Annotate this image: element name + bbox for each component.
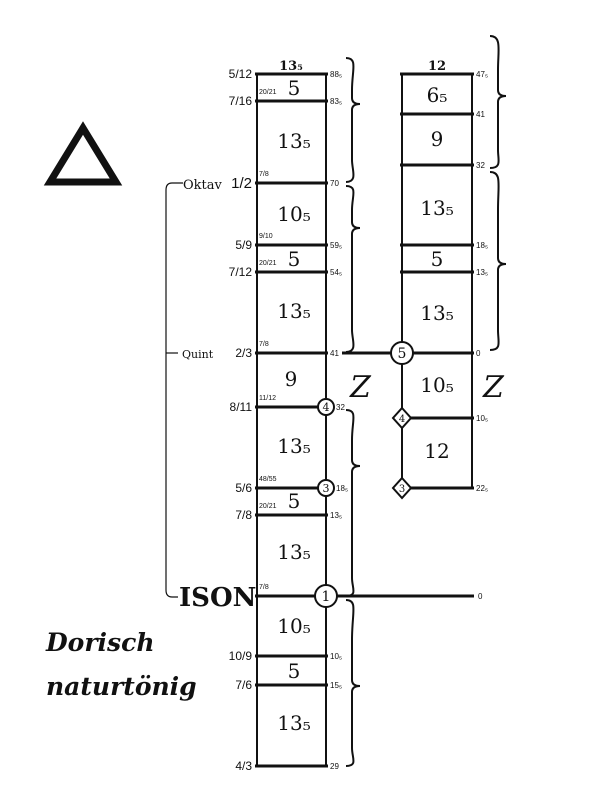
- oktav-label: Oktav: [183, 178, 223, 193]
- left-step-2: 13₅: [277, 129, 310, 153]
- right-step-1: 6₅: [427, 83, 448, 107]
- left-value-4: 59₅: [330, 241, 342, 250]
- left-value-3: 70: [330, 179, 339, 188]
- right-value-5: 13₅: [476, 268, 488, 277]
- ratio-6: 2/3: [235, 346, 252, 360]
- right-value-4: 18₅: [476, 241, 488, 250]
- left-step-6: 9: [285, 367, 298, 391]
- left-step-8: 5: [288, 489, 301, 513]
- left-frac-9: 7/8: [259, 584, 269, 591]
- left-value-2: 83₅: [330, 97, 342, 106]
- right-step-3: 13₅: [420, 196, 453, 220]
- right-value-3: 32: [476, 161, 485, 170]
- ison-value: 0: [478, 592, 483, 601]
- left-step-11: 5: [288, 659, 301, 683]
- diamond-marker-4: 4: [391, 406, 413, 430]
- left-value-8: 18₅: [336, 484, 348, 493]
- left-braces: [345, 57, 361, 767]
- right-value-8: 22₅: [476, 484, 488, 493]
- ratio-2: 7/16: [229, 94, 253, 108]
- right-step-2: 9: [431, 127, 444, 151]
- right-value-6: 0: [476, 349, 481, 358]
- left-value-9: 13₅: [330, 511, 342, 520]
- left-step-3: 10₅: [277, 202, 310, 226]
- left-frac-1: 20/21: [259, 89, 277, 96]
- right-braces: [489, 35, 507, 351]
- svg-text:3: 3: [399, 484, 405, 495]
- right-step-5: 13₅: [420, 301, 453, 325]
- marker-4: 4: [317, 398, 335, 416]
- title-line-1: Dorisch: [46, 628, 155, 657]
- right-value-2: 41: [476, 110, 485, 119]
- svg-text:3: 3: [323, 482, 330, 495]
- z-right-label: Z: [482, 370, 505, 405]
- right-step-4: 5: [431, 247, 444, 271]
- left-frac-6: 11/12: [259, 395, 276, 402]
- ison-label: ISON: [179, 583, 256, 613]
- left-step-9: 13₅: [277, 540, 310, 564]
- marker-5: 5: [390, 341, 414, 365]
- svg-text:5: 5: [398, 346, 407, 362]
- ratio-11: 7/6: [235, 678, 252, 692]
- marker-1: 1: [314, 584, 338, 608]
- left-value-5: 54₅: [330, 268, 342, 277]
- left-step-7: 13₅: [277, 434, 310, 458]
- ratio-10: 10/9: [229, 649, 253, 663]
- ratio-8: 5/6: [235, 481, 252, 495]
- left-step-1: 5: [288, 76, 301, 100]
- left-step-12: 13₅: [277, 711, 310, 735]
- left-column: [255, 72, 328, 768]
- ratio-5: 7/12: [229, 265, 253, 279]
- triangle-symbol: [43, 121, 123, 186]
- left-frac-5: 7/8: [259, 341, 269, 348]
- right-value-1: 47₅: [476, 70, 488, 79]
- left-frac-2: 7/8: [259, 171, 269, 178]
- marker-3: 3: [317, 479, 335, 497]
- left-frac-4: 20/21: [259, 260, 277, 267]
- ratio-9: 7/8: [235, 508, 252, 522]
- left-value-12: 15₅: [330, 681, 342, 690]
- title-line-2: naturtönig: [46, 672, 197, 701]
- svg-text:4: 4: [323, 401, 330, 414]
- ratio-7: 8/11: [230, 400, 253, 414]
- left-step-4: 5: [288, 247, 301, 271]
- right-column-header: 12: [428, 59, 446, 74]
- left-frac-3: 9/10: [259, 233, 273, 240]
- diamond-marker-3: 3: [391, 476, 413, 500]
- interval-bracket: [165, 182, 183, 598]
- ratio-12: 4/3: [235, 759, 252, 773]
- svg-text:1: 1: [322, 589, 331, 605]
- quint-label: Quint: [182, 348, 214, 361]
- left-value-7: 32: [336, 403, 345, 412]
- left-value-6: 41: [330, 349, 339, 358]
- right-step-6: 10₅: [420, 373, 453, 397]
- ratio-1: 5/12: [229, 67, 253, 81]
- svg-text:4: 4: [399, 414, 405, 425]
- z-left-label: Z: [349, 370, 372, 405]
- left-value-13: 29: [330, 762, 339, 771]
- right-step-7: 12: [424, 439, 449, 463]
- left-step-10: 10₅: [277, 614, 310, 638]
- left-step-5: 13₅: [277, 299, 310, 323]
- left-frac-8: 20/21: [259, 503, 277, 510]
- left-column-header: 13₅: [279, 59, 303, 74]
- left-value-11: 10₅: [330, 652, 342, 661]
- left-value-1: 88₅: [330, 70, 342, 79]
- ratio-3: 1/2: [231, 175, 252, 192]
- ratio-4: 5/9: [235, 238, 252, 252]
- left-frac-7: 48/55: [259, 476, 277, 483]
- right-value-7: 10₅: [476, 414, 488, 423]
